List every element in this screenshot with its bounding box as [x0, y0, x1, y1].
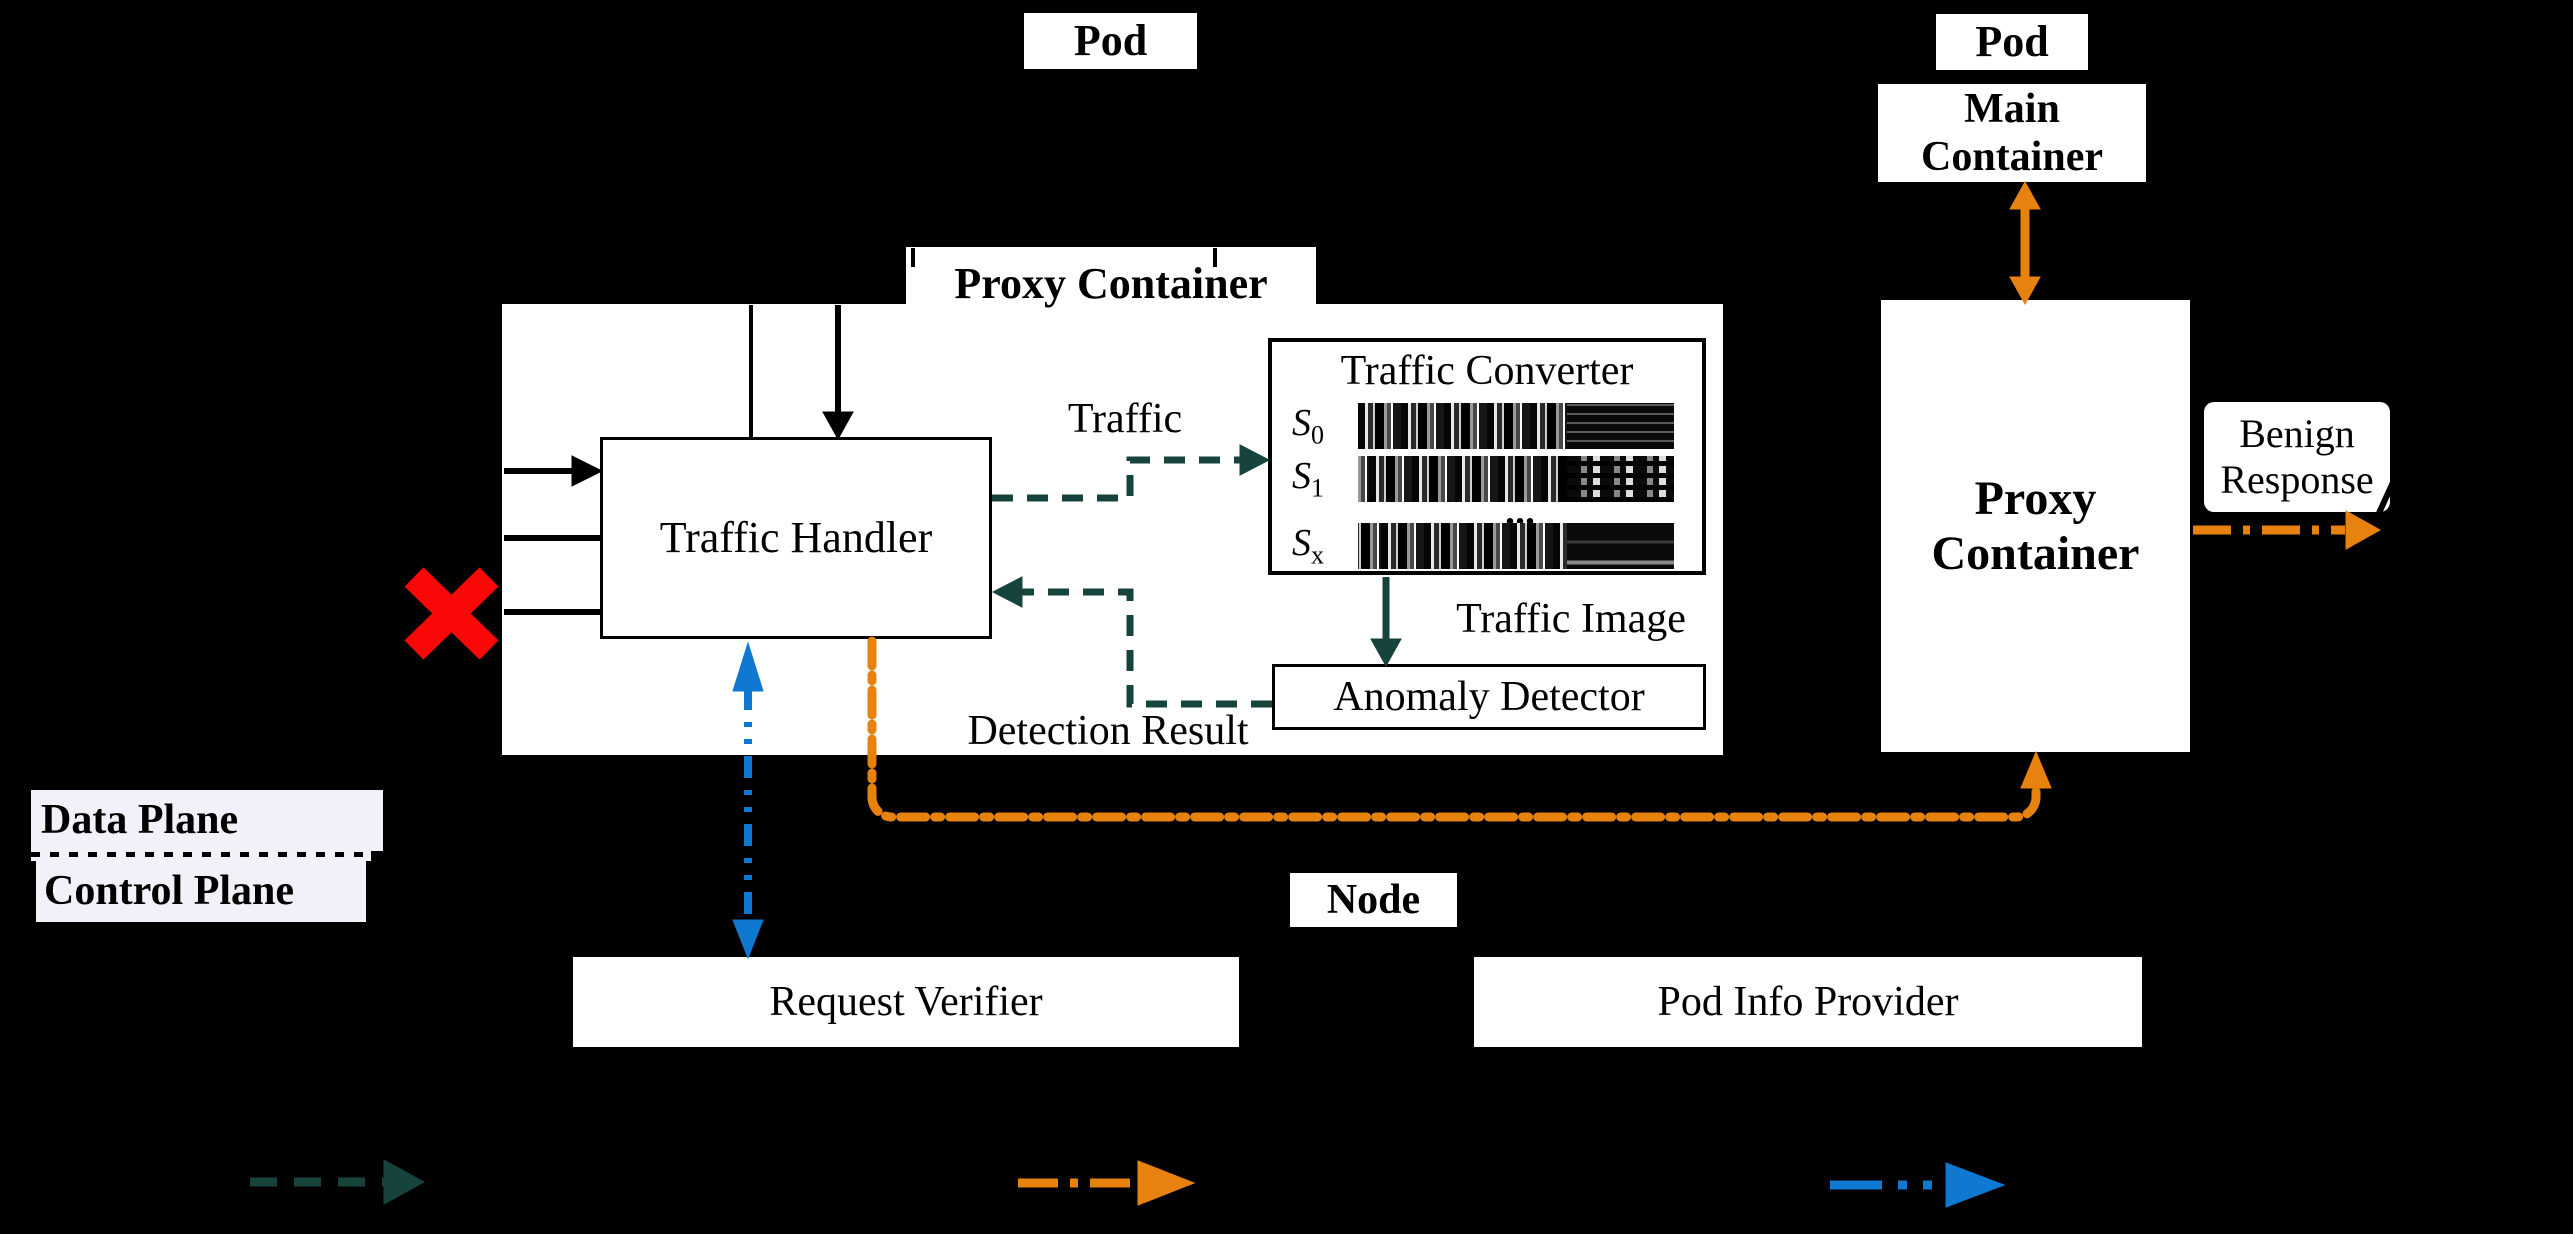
traffic-flow-label-text: Traffic [1067, 395, 1183, 442]
pod-boundary-tick-right [1213, 248, 1217, 267]
traffic-handler-box: Traffic Handler [600, 437, 992, 639]
right-arrowhead-icon [1945, 1162, 2006, 1208]
traffic-converter-title: Traffic Converter [1272, 342, 1702, 400]
pod-label-left-text: Pod [1073, 15, 1148, 65]
barcode-pattern [1358, 403, 1567, 449]
pod-boundary-tick-left [911, 248, 915, 267]
data-plane-label: Data Plane [31, 790, 383, 851]
sample-label-s0: S0 [1292, 402, 1324, 450]
benign-response-label: Benign Response [2204, 402, 2390, 512]
node-label: Node [1290, 873, 1457, 927]
detection-result-label: Detection Result [955, 708, 1261, 754]
right-arrowhead-icon [383, 1159, 426, 1205]
control-plane-label: Control Plane [36, 861, 366, 922]
right-arrowhead-icon [2345, 510, 2382, 550]
pod-label-left: Pod [1024, 13, 1197, 69]
down-arrowhead-icon [732, 919, 764, 960]
sample-label-sx: Sx [1292, 522, 1324, 570]
payload-pattern [1566, 456, 1674, 502]
anomaly-detector-box: Anomaly Detector [1272, 664, 1706, 730]
control-plane-text: Control Plane [44, 868, 295, 915]
right-arrowhead-icon [1137, 1160, 1196, 1206]
ellipsis-between-samples: ... [1505, 488, 1535, 533]
traffic-image-strip-s1 [1358, 456, 1674, 502]
proxy-container-label-left-text: Proxy Container [954, 259, 1268, 309]
benign-response-text: Benign Response [2220, 411, 2374, 502]
traffic-sample-row: S1 [1272, 455, 1702, 503]
traffic-image-strip-s0 [1358, 403, 1674, 449]
proxy-container-box-right: Proxy Container [1881, 300, 2190, 752]
barcode-pattern [1358, 456, 1567, 502]
sample-label-s1: S1 [1292, 455, 1324, 503]
traffic-image-strip-sx [1358, 523, 1674, 569]
pod-info-provider-text: Pod Info Provider [1657, 978, 1959, 1025]
data-plane-text: Data Plane [41, 797, 239, 844]
request-verifier-box: Request Verifier [573, 957, 1239, 1047]
x-stroke-1 [404, 567, 499, 660]
up-arrowhead-icon [2020, 750, 2052, 789]
node-label-text: Node [1326, 876, 1421, 923]
traffic-sample-row: S0 [1272, 402, 1702, 450]
payload-pattern [1566, 523, 1674, 569]
traffic-converter-title-text: Traffic Converter [1340, 347, 1634, 394]
main-container-text: Main Container [1921, 85, 2103, 180]
traffic-flow-label: Traffic [1050, 396, 1200, 442]
traffic-handler-text: Traffic Handler [659, 512, 933, 562]
pod-label-right-text: Pod [1975, 16, 2049, 66]
payload-pattern [1566, 403, 1674, 449]
detection-result-label-text: Detection Result [967, 707, 1249, 754]
main-container-box: Main Container [1878, 84, 2146, 182]
x-stroke-2 [404, 567, 499, 660]
barcode-pattern [1358, 523, 1567, 569]
pod-label-right: Pod [1936, 14, 2088, 70]
request-verifier-text: Request Verifier [769, 978, 1043, 1025]
proxy-container-label-left: Proxy Container [906, 247, 1316, 322]
plane-divider [31, 849, 371, 861]
traffic-image-label: Traffic Image [1428, 596, 1714, 642]
blocked-request-x-icon [404, 567, 499, 660]
anomaly-detector-text: Anomaly Detector [1333, 673, 1645, 720]
proxy-container-right-text: Proxy Container [1931, 471, 2140, 580]
traffic-sample-row: Sx [1272, 522, 1702, 570]
traffic-image-label-text: Traffic Image [1456, 595, 1686, 642]
up-arrowhead-icon [2009, 180, 2041, 210]
pod-info-provider-box: Pod Info Provider [1474, 957, 2142, 1047]
traffic-converter-box: Traffic Converter S0 S1 ... Sx [1268, 338, 1706, 575]
plane-divider-dotted-line [31, 852, 371, 857]
